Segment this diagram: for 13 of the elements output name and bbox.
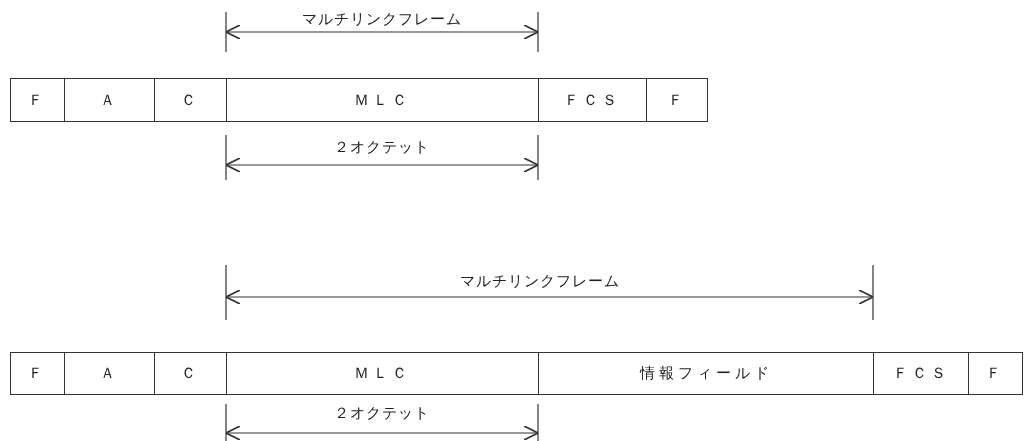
frame-field-cell: Ｃ <box>154 78 227 122</box>
frame-field-cell: 情報フィールド <box>538 352 874 395</box>
frame-field-cell: Ｆ <box>646 78 708 122</box>
frame-field-cell: ＭＬＣ <box>226 352 539 395</box>
frame-field-cell: ＦＣＳ <box>538 78 647 122</box>
frame-field-cell: Ａ <box>64 78 155 122</box>
frame-field-cell: Ｆ <box>10 78 65 122</box>
frame-field-cell: Ｃ <box>154 352 227 395</box>
frame-field-cell: Ｆ <box>10 352 65 395</box>
frame-field-cell: Ｆ <box>968 352 1023 395</box>
frame-field-cell: Ａ <box>64 352 155 395</box>
frame-field-cell: ＦＣＳ <box>873 352 969 395</box>
frame-field-cell: ＭＬＣ <box>226 78 539 122</box>
